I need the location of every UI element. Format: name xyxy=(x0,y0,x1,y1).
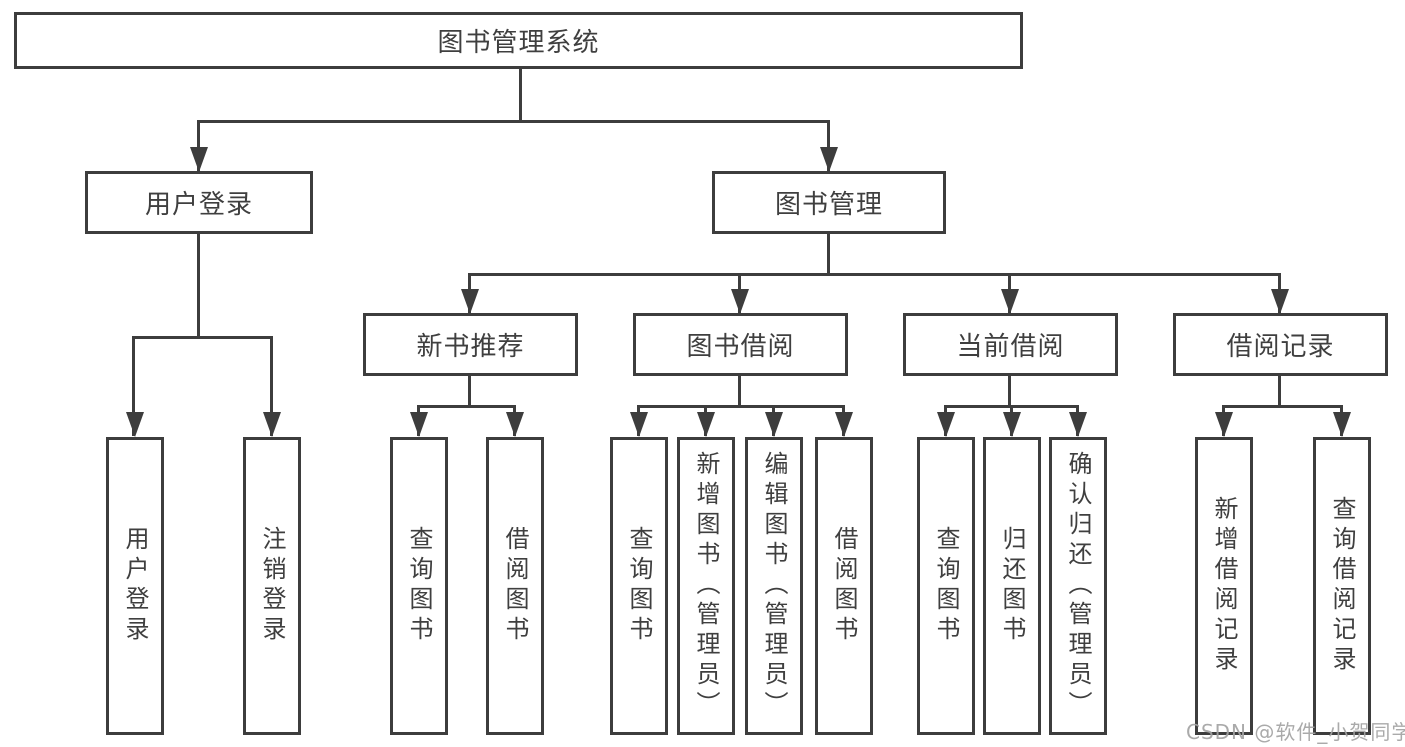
connector-line xyxy=(519,68,522,120)
connector-line xyxy=(827,120,830,172)
arrowhead-down xyxy=(410,412,428,437)
connector-line xyxy=(132,336,135,436)
arrowhead-down xyxy=(765,412,783,437)
leaf-return-books: 归还图书 xyxy=(983,437,1041,735)
node-label: 用户登录 xyxy=(144,190,253,220)
arrowhead-down xyxy=(1271,289,1289,314)
node-borrowing-records: 借阅记录 xyxy=(1173,313,1388,376)
connector-line xyxy=(270,336,273,436)
node-label: 图书管理 xyxy=(774,190,883,220)
arrowhead-down xyxy=(263,412,281,437)
arrowhead-down xyxy=(1069,412,1087,437)
leaf-query-borrow-record: 查询借阅记录 xyxy=(1313,437,1371,735)
node-label: 当前借阅 xyxy=(956,332,1065,362)
connector-line xyxy=(738,375,741,405)
arrowhead-down xyxy=(126,412,144,437)
node-label: 图书管理系统 xyxy=(437,28,600,58)
arrowhead-down xyxy=(820,147,838,172)
node-label: 查询借阅记录 xyxy=(1328,496,1356,676)
leaf-user-login: 用户登录 xyxy=(106,437,164,735)
arrowhead-down xyxy=(697,412,715,437)
node-label: 新增图书（管理员） xyxy=(692,451,720,721)
connector-line xyxy=(418,405,516,408)
leaf-query-books-current: 查询图书 xyxy=(917,437,975,735)
node-label: 编辑图书（管理员） xyxy=(760,451,788,721)
arrowhead-down xyxy=(731,289,749,314)
node-label: 借阅图书 xyxy=(501,526,529,646)
node-label: 注销登录 xyxy=(258,526,286,646)
node-user-login: 用户登录 xyxy=(85,171,313,234)
node-current-borrowing: 当前借阅 xyxy=(903,313,1118,376)
node-book-borrowing: 图书借阅 xyxy=(633,313,848,376)
node-label: 查询图书 xyxy=(625,526,653,646)
leaf-query-books-borrow: 查询图书 xyxy=(610,437,668,735)
arrowhead-down xyxy=(1001,289,1019,314)
arrowhead-down xyxy=(506,412,524,437)
connector-line xyxy=(132,336,273,339)
node-label: 查询图书 xyxy=(932,526,960,646)
arrowhead-down xyxy=(937,412,955,437)
node-label: 新增借阅记录 xyxy=(1210,496,1238,676)
arrowhead-down xyxy=(461,289,479,314)
node-book-management: 图书管理 xyxy=(712,171,946,234)
connector-line xyxy=(468,375,471,405)
node-label: 确认归还（管理员） xyxy=(1064,451,1092,721)
connector-line xyxy=(197,233,200,336)
arrowhead-down xyxy=(630,412,648,437)
leaf-edit-book-admin: 编辑图书（管理员） xyxy=(745,437,803,735)
arrowhead-down xyxy=(1215,412,1233,437)
leaf-add-book-admin: 新增图书（管理员） xyxy=(677,437,735,735)
connector-line xyxy=(827,233,830,273)
node-label: 查询图书 xyxy=(405,526,433,646)
arrowhead-down xyxy=(1333,412,1351,437)
node-label: 新书推荐 xyxy=(416,332,525,362)
node-label: 归还图书 xyxy=(998,526,1026,646)
node-new-book-recommendation: 新书推荐 xyxy=(363,313,578,376)
node-label: 借阅记录 xyxy=(1226,332,1335,362)
leaf-borrow-books-recommend: 借阅图书 xyxy=(486,437,544,735)
leaf-query-books-recommend: 查询图书 xyxy=(390,437,448,735)
connector-line xyxy=(197,120,200,172)
connector-line xyxy=(469,273,1281,276)
leaf-confirm-return-admin: 确认归还（管理员） xyxy=(1049,437,1107,735)
arrowhead-down xyxy=(835,412,853,437)
csdn-watermark: CSDN @软件_小贺同学 xyxy=(1186,720,1405,744)
connector-line xyxy=(1222,405,1343,408)
leaf-add-borrow-record: 新增借阅记录 xyxy=(1195,437,1253,735)
leaf-logout: 注销登录 xyxy=(243,437,301,735)
node-library-system: 图书管理系统 xyxy=(14,12,1023,69)
connector-line xyxy=(1278,375,1281,405)
arrowhead-down xyxy=(1003,412,1021,437)
leaf-borrow-books: 借阅图书 xyxy=(815,437,873,735)
arrowhead-down xyxy=(190,147,208,172)
node-label: 借阅图书 xyxy=(830,526,858,646)
connector-line xyxy=(197,120,830,123)
connector-line xyxy=(638,405,845,408)
node-label: 图书借阅 xyxy=(686,332,795,362)
node-label: 用户登录 xyxy=(121,526,149,646)
connector-line xyxy=(1008,375,1011,405)
